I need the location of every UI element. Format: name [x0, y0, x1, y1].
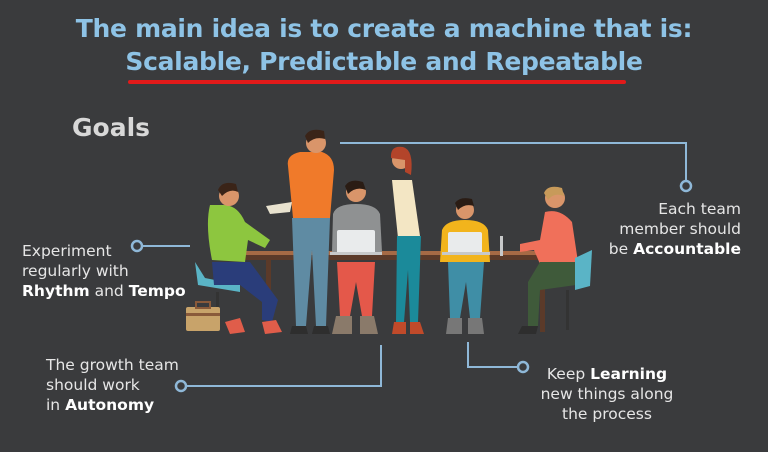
goal-experiment: Experiment regularly with Rhythm and Tem… — [22, 241, 202, 301]
goal-autonomy-line1: The growth team — [46, 356, 179, 374]
keyword-accountable: Accountable — [633, 240, 741, 258]
goal-accountable-line1: Each team — [658, 200, 741, 218]
person-salmon-shirt — [500, 186, 592, 334]
keyword-rhythm: Rhythm — [22, 282, 90, 300]
person-green-sweater — [195, 182, 282, 334]
person-gray-jacket — [330, 180, 382, 334]
connector-learning — [467, 342, 522, 368]
keyword-tempo: Tempo — [128, 282, 186, 300]
slide-title-line1: The main idea is to create a machine tha… — [75, 14, 693, 43]
goal-learning-line2: new things along — [540, 385, 674, 403]
connector-dot-experiment — [130, 239, 144, 253]
goal-accountable-line2: member should — [619, 220, 741, 238]
goal-learning-line1: Keep Learning — [546, 365, 668, 383]
goal-learning: Keep Learning new things along the proce… — [522, 364, 692, 424]
goal-autonomy: The growth team should work in Autonomy — [46, 355, 216, 415]
goal-accountable-line3: be Accountable — [608, 240, 741, 258]
connector-lines — [138, 142, 687, 387]
keyword-learning: Learning — [590, 365, 668, 383]
person-orange-shirt — [266, 129, 334, 334]
goal-autonomy-line2: should work — [46, 376, 140, 394]
connector-accountable — [340, 142, 687, 185]
title-underline — [128, 80, 626, 84]
person-woman — [390, 146, 424, 334]
goal-experiment-line2: regularly with — [22, 262, 129, 280]
connector-autonomy — [182, 345, 382, 387]
connector-dot-autonomy — [174, 379, 188, 393]
goal-accountable: Each team member should be Accountable — [600, 199, 741, 259]
goal-learning-line3: the process — [562, 405, 652, 423]
goals-heading: Goals — [72, 113, 151, 142]
person-yellow-hoodie — [440, 198, 490, 334]
slide-title-line2: Scalable, Predictable and Repeatable — [125, 47, 643, 76]
goal-experiment-line3: Rhythm and Tempo — [22, 282, 186, 300]
bag — [186, 301, 220, 331]
connector-dot-learning — [516, 360, 530, 374]
connector-dot-accountable — [679, 179, 693, 193]
goal-autonomy-line3: in Autonomy — [46, 396, 155, 414]
keyword-autonomy: Autonomy — [65, 396, 155, 414]
goal-experiment-line1: Experiment — [22, 242, 112, 260]
